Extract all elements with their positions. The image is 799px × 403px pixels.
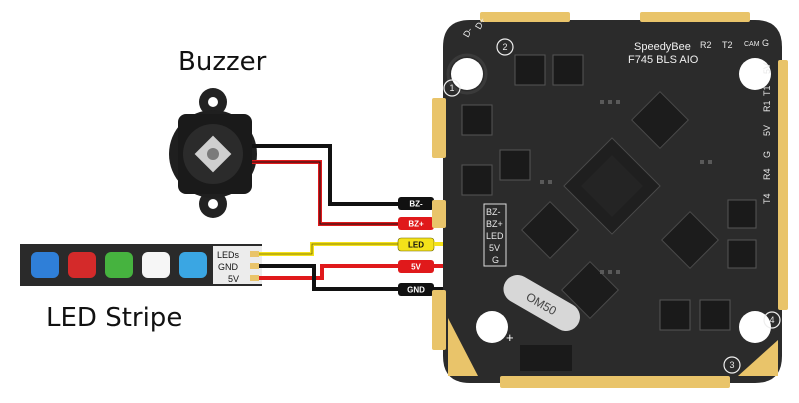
pad-label-led: LED — [486, 231, 504, 241]
right-label-r1: R1 — [762, 100, 772, 112]
led-cell — [31, 252, 59, 278]
buzzer-negative-wire — [252, 144, 400, 206]
board-brand: SpeedyBee — [634, 41, 691, 53]
svg-text:BZ-: BZ- — [409, 200, 423, 209]
pad-label-bz-pos: BZ+ — [486, 219, 503, 229]
svg-text:4: 4 — [769, 315, 774, 325]
plus-mark: + — [506, 330, 514, 345]
right-label-t1: T1 — [762, 85, 772, 96]
right-label-r4: R4 — [762, 168, 772, 180]
pad-label-g: G — [492, 255, 499, 265]
right-label-g: G — [762, 151, 772, 158]
wire-tag-gnd: GND — [398, 283, 434, 296]
buzzer — [169, 88, 257, 218]
led-cell — [179, 252, 207, 278]
buzzer-positive-wire — [252, 160, 400, 226]
wire-tag-bz-neg: BZ- — [398, 197, 434, 210]
led-cell — [142, 252, 170, 278]
led-cell — [105, 252, 133, 278]
flight-controller-board: OM50 + SpeedyBee F745 BLS AIO BZ- BZ+ LE… — [432, 12, 788, 388]
wire-tag-5v: 5V — [398, 260, 434, 273]
top-label-cam: CAM — [744, 41, 760, 48]
led-5v-wire — [259, 264, 400, 280]
top-label-t2: T2 — [722, 40, 733, 50]
svg-text:1: 1 — [449, 83, 454, 93]
led-signal-wire — [259, 242, 400, 256]
board-model: F745 BLS AIO — [628, 54, 699, 66]
motor-1-marker: 1 — [443, 79, 461, 97]
motor-2-marker: 2 — [496, 38, 514, 56]
right-label-5v-top: 5V — [762, 63, 772, 74]
svg-text:3: 3 — [729, 360, 734, 370]
wire-tag-bz-pos: BZ+ — [398, 217, 434, 230]
led-gnd-wire — [259, 264, 400, 291]
svg-text:BZ+: BZ+ — [408, 220, 424, 229]
strip-pin-5v: 5V — [228, 274, 239, 284]
led-stripe: LEDs GND 5V — [20, 244, 262, 286]
strip-pin-leds: LEDs — [217, 250, 240, 260]
svg-text:2: 2 — [502, 42, 507, 52]
motor-3-marker: 3 — [723, 356, 741, 374]
svg-text:5V: 5V — [411, 263, 421, 272]
wire-tag-led: LED — [397, 237, 435, 252]
svg-text:LED: LED — [408, 241, 424, 250]
pad-label-5v: 5V — [489, 243, 500, 253]
top-label-r2: R2 — [700, 40, 712, 50]
led-stripe-label: LED Stripe — [46, 303, 182, 333]
svg-text:GND: GND — [407, 286, 425, 295]
led-cell — [68, 252, 96, 278]
strip-pin-gnd: GND — [218, 262, 239, 272]
right-label-5v: 5V — [762, 125, 772, 136]
buzzer-label: Buzzer — [178, 47, 267, 77]
top-label-d-neg: D- — [461, 26, 474, 39]
motor-4-marker: 4 — [763, 311, 781, 329]
pad-label-bz-neg: BZ- — [486, 207, 501, 217]
right-label-t4: T4 — [762, 193, 772, 204]
top-label-g: G — [762, 38, 769, 48]
